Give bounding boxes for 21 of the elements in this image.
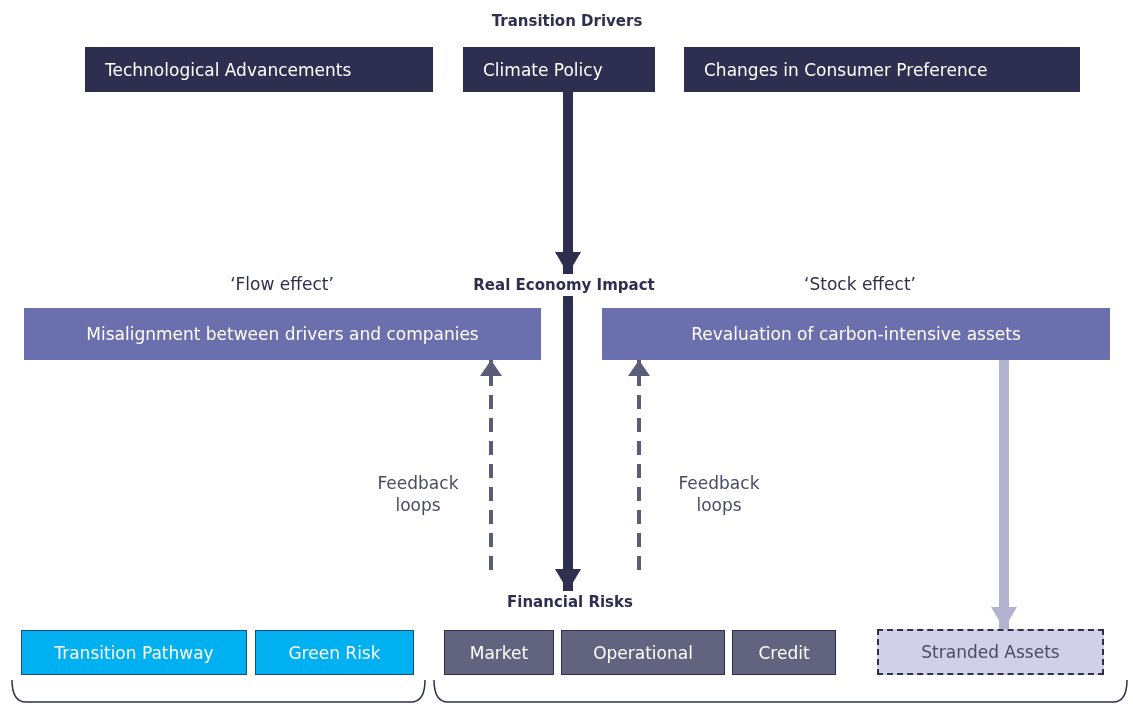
- arrow: [480, 360, 502, 570]
- process-box: Stranded Assets: [877, 629, 1104, 675]
- effect-caption: ‘Flow effect’: [230, 274, 334, 294]
- process-box: Misalignment between drivers and companies: [24, 308, 541, 360]
- process-box: Climate Policy: [463, 47, 655, 92]
- process-box: Credit: [732, 630, 836, 675]
- process-box: Revaluation of carbon-intensive assets: [602, 308, 1110, 360]
- section-heading: Financial Risks: [490, 591, 650, 613]
- section-heading: Real Economy Impact: [449, 274, 679, 296]
- process-box: Technological Advancements: [85, 47, 433, 92]
- arrow: [628, 360, 650, 570]
- process-box: Changes in Consumer Preference: [684, 47, 1080, 92]
- effect-caption: ‘Stock effect’: [804, 274, 916, 294]
- process-box: Operational: [561, 630, 725, 675]
- process-box: Green Risk: [255, 630, 414, 675]
- section-heading: Transition Drivers: [491, 12, 643, 30]
- process-box: Transition Pathway: [21, 630, 247, 675]
- arrow: [555, 296, 581, 591]
- arrow: [555, 92, 581, 274]
- arrow: [991, 360, 1017, 629]
- process-box: Market: [444, 630, 554, 675]
